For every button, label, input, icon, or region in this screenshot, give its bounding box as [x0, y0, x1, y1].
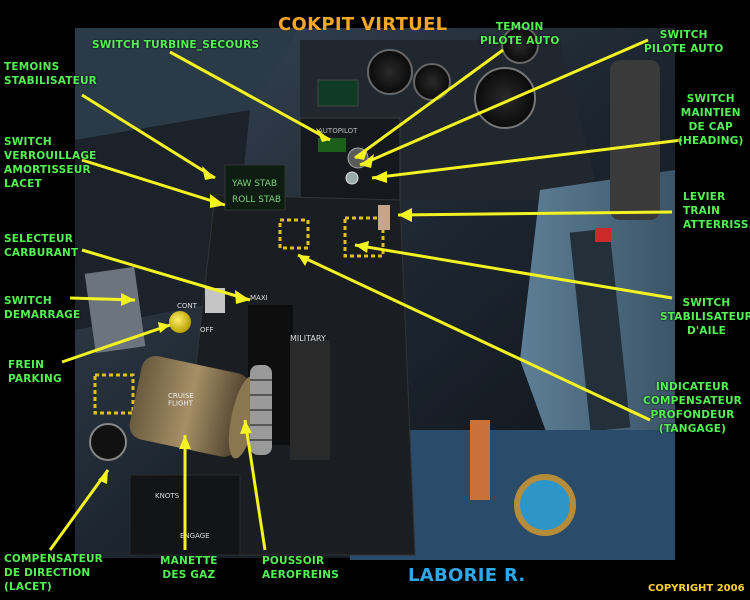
seat-strap: [470, 420, 490, 500]
yaw-stab-text: YAW STAB: [231, 179, 277, 189]
roll-stab-text: ROLL STAB: [232, 195, 281, 205]
fuel-selector[interactable]: [205, 288, 225, 313]
author-name: LABORIE R.: [408, 565, 526, 586]
label-switch-demarrage: SWITCH DEMARRAGE: [4, 295, 81, 321]
side-placard: [84, 266, 146, 354]
label-switch-pilote-auto: SWITCH PILOTE AUTO: [644, 29, 724, 55]
label-switch-maintien-cap: SWITCH MAINTIEN DE CAP (HEADING): [678, 93, 744, 147]
label-temoins-stabilisateur: TEMOINS STABILISATEUR: [4, 61, 97, 87]
label-switch-turbine: SWITCH TURBINE_SECOURS: [92, 39, 260, 51]
label-switch-verrouillage: SWITCH VERROUILLAGE AMORTISSEUR LACET: [4, 136, 97, 190]
label-temoin-pilote-auto: TEMOIN PILOTE AUTO: [480, 21, 560, 47]
gauge-3: [474, 67, 536, 129]
label-frein-parking: FREIN PARKING: [8, 359, 62, 385]
gauge-4: [501, 26, 539, 64]
knots-text: KNOTS: [155, 492, 180, 500]
label-compensateur-direction: COMPENSATEUR DE DIRECTION (LACET): [4, 553, 103, 593]
trim-wheel[interactable]: [250, 365, 272, 455]
start-switch[interactable]: [169, 311, 191, 333]
maxi-text: MAXI: [250, 294, 268, 302]
lever-yellow-box-1: [278, 218, 310, 250]
column-shaft: [569, 228, 631, 432]
label-levier-train: LEVIER TRAIN ATTERRISS.: [683, 191, 750, 231]
off-text: OFF: [200, 326, 214, 334]
yoke-grip: [610, 60, 660, 220]
label-switch-stabilisateur-aile: SWITCH STABILISATEUR D'AILE: [660, 297, 750, 337]
canopy-frame: [75, 28, 300, 140]
gauge-2: [413, 63, 451, 101]
autopilot-text: AUTOPILOT: [318, 127, 358, 135]
pointer-heads: [98, 128, 412, 484]
gauge-1: [367, 49, 413, 95]
label-manette-gaz: MANETTE DES GAZ: [160, 555, 218, 581]
seat-harness-buckle: [514, 474, 576, 536]
label-poussoir: POUSSOIR AEROFREINS: [262, 555, 339, 581]
autopilot-light: [318, 138, 346, 152]
military-strip: [290, 340, 330, 460]
cont-text: CONT: [177, 302, 198, 310]
military-text: MILITARY: [290, 334, 326, 343]
lever-yellow-box-2: [343, 216, 385, 258]
page-title: COKPIT VIRTUEL: [278, 14, 448, 35]
heading-switch[interactable]: [345, 171, 359, 185]
label-indicateur-compensateur: INDICATEUR COMPENSATEUR PROFONDEUR (TANG…: [643, 381, 742, 435]
pointer-lines: [48, 38, 683, 551]
red-knob[interactable]: [595, 228, 611, 242]
stab-panel: [224, 164, 286, 211]
parking-brake-box: [93, 373, 135, 415]
annunciator-block: [317, 79, 359, 107]
engage-text: ENGAGE: [180, 532, 210, 540]
rudder-trim-knob[interactable]: [89, 423, 127, 461]
gear-lever[interactable]: [378, 205, 390, 230]
copyright: COPYRIGHT 2006: [648, 583, 745, 594]
label-selecteur-carburant: SELECTEUR CARBURANT: [4, 233, 79, 259]
